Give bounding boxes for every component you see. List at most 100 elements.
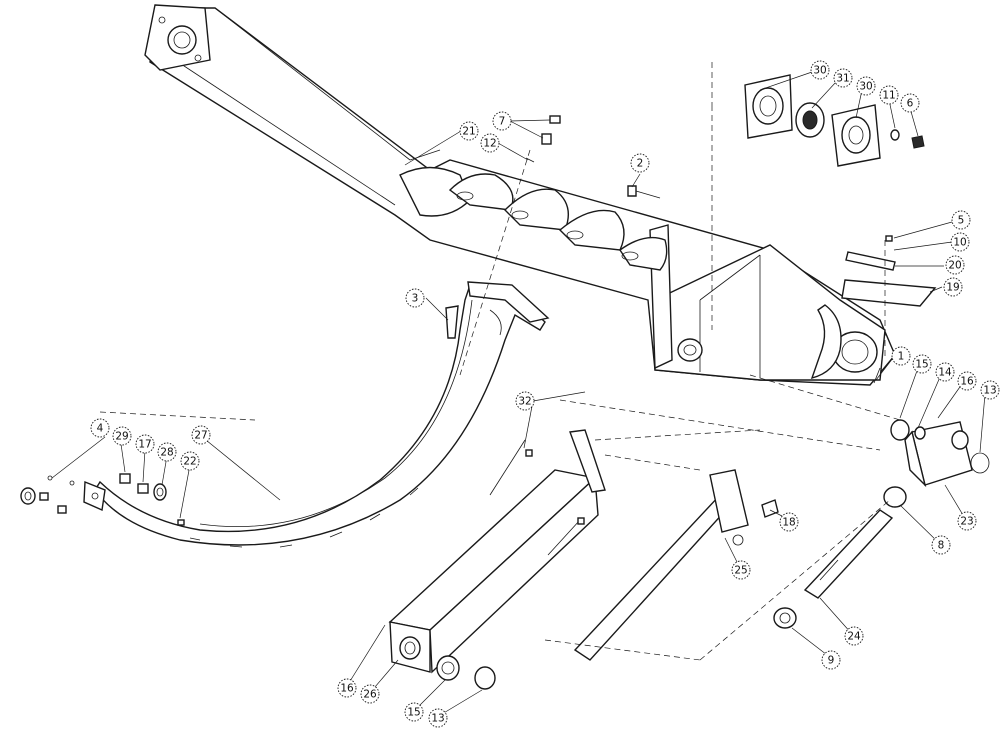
callout-13b: 13 bbox=[428, 708, 448, 728]
callout-labels: 3031301167211225102019311514161332429172… bbox=[90, 60, 1000, 728]
assembly-lines bbox=[99, 62, 901, 661]
callout-number: 29 bbox=[115, 431, 128, 443]
callout-number: 19 bbox=[946, 282, 959, 294]
callout-circle bbox=[980, 380, 1000, 400]
callout-number: 10 bbox=[953, 237, 966, 249]
top-hardware bbox=[525, 115, 937, 384]
callout-number: 12 bbox=[483, 138, 496, 150]
callout-circle bbox=[360, 684, 380, 704]
callout-circle bbox=[943, 277, 963, 297]
callout-number: 1 bbox=[898, 351, 905, 363]
callout-10: 10 bbox=[950, 232, 970, 252]
callout-number: 11 bbox=[882, 90, 895, 102]
callout-20: 20 bbox=[945, 255, 965, 275]
callout-circle bbox=[405, 288, 425, 308]
callout-number: 16 bbox=[960, 376, 974, 388]
callout-number: 3 bbox=[412, 293, 419, 305]
callout-circle bbox=[404, 702, 424, 722]
callout-circle bbox=[90, 418, 110, 438]
callout-11: 11 bbox=[879, 85, 899, 105]
callout-circle bbox=[833, 68, 853, 88]
callout-circle bbox=[891, 346, 911, 366]
callout-number: 23 bbox=[960, 516, 973, 528]
callout-number: 15 bbox=[407, 707, 420, 719]
callout-circle bbox=[879, 85, 899, 105]
callout-circle bbox=[135, 434, 155, 454]
callout-circle bbox=[957, 371, 977, 391]
callout-1: 1 bbox=[891, 346, 911, 366]
callout-number: 22 bbox=[183, 456, 196, 468]
callout-circle bbox=[180, 451, 200, 471]
callout-number: 26 bbox=[363, 689, 377, 701]
leader-lines bbox=[51, 71, 986, 718]
callout-circle bbox=[844, 626, 864, 646]
callout-18: 18 bbox=[779, 512, 799, 532]
callout-number: 6 bbox=[907, 98, 914, 110]
callout-number: 7 bbox=[499, 116, 506, 128]
callout-circle bbox=[950, 232, 970, 252]
callout-number: 5 bbox=[958, 215, 965, 227]
callout-circle bbox=[731, 560, 751, 580]
callout-number: 13 bbox=[431, 713, 444, 725]
callout-number: 24 bbox=[847, 631, 861, 643]
callout-number: 31 bbox=[836, 73, 849, 85]
callout-number: 9 bbox=[828, 655, 835, 667]
callout-circle bbox=[779, 512, 799, 532]
auger-flighting bbox=[399, 166, 668, 271]
callout-9: 9 bbox=[821, 650, 841, 670]
callout-3: 3 bbox=[405, 288, 425, 308]
callout-25: 25 bbox=[731, 560, 751, 580]
callout-number: 2 bbox=[637, 158, 644, 170]
callout-number: 14 bbox=[938, 367, 952, 379]
callout-number: 30 bbox=[859, 81, 872, 93]
callout-2: 2 bbox=[630, 153, 650, 173]
callout-circle bbox=[951, 210, 971, 230]
callout-circle bbox=[157, 442, 177, 462]
callout-6: 6 bbox=[900, 93, 920, 113]
callout-circle bbox=[810, 60, 830, 80]
callout-4: 4 bbox=[90, 418, 110, 438]
callout-number: 13 bbox=[983, 385, 996, 397]
callout-number: 8 bbox=[938, 540, 945, 552]
callout-30b: 30 bbox=[856, 76, 876, 96]
callout-circle bbox=[945, 255, 965, 275]
callout-12: 12 bbox=[480, 133, 500, 153]
shaft-assembly bbox=[773, 419, 990, 629]
callout-15b: 15 bbox=[404, 702, 424, 722]
callout-number: 20 bbox=[948, 260, 961, 272]
callout-circle bbox=[630, 153, 650, 173]
callout-7: 7 bbox=[492, 111, 512, 131]
callout-circle bbox=[459, 121, 479, 141]
callout-22: 22 bbox=[180, 451, 200, 471]
callout-24: 24 bbox=[844, 626, 864, 646]
callout-21: 21 bbox=[459, 121, 479, 141]
callout-number: 17 bbox=[138, 439, 151, 451]
callout-number: 25 bbox=[734, 565, 747, 577]
callout-26: 26 bbox=[360, 684, 380, 704]
callout-circle bbox=[480, 133, 500, 153]
callout-29: 29 bbox=[112, 426, 132, 446]
callout-circle bbox=[935, 362, 955, 382]
callout-14: 14 bbox=[935, 362, 955, 382]
callout-circle bbox=[191, 425, 211, 445]
lower-square-tube bbox=[388, 429, 606, 690]
callout-number: 32 bbox=[518, 396, 531, 408]
callout-number: 30 bbox=[813, 65, 826, 77]
callout-32: 32 bbox=[515, 391, 535, 411]
callout-16b: 16 bbox=[337, 678, 357, 698]
callout-circle bbox=[931, 535, 951, 555]
callout-31: 31 bbox=[833, 68, 853, 88]
bearing-flange-assembly bbox=[744, 74, 925, 167]
auger-tube bbox=[144, 4, 896, 386]
callout-16a: 16 bbox=[957, 371, 977, 391]
callout-circle bbox=[912, 354, 932, 374]
callout-circle bbox=[515, 391, 535, 411]
callout-number: 4 bbox=[97, 423, 104, 435]
callout-17: 17 bbox=[135, 434, 155, 454]
callout-number: 18 bbox=[782, 517, 795, 529]
callout-number: 21 bbox=[462, 126, 475, 138]
callout-5: 5 bbox=[951, 210, 971, 230]
callout-28: 28 bbox=[157, 442, 177, 462]
